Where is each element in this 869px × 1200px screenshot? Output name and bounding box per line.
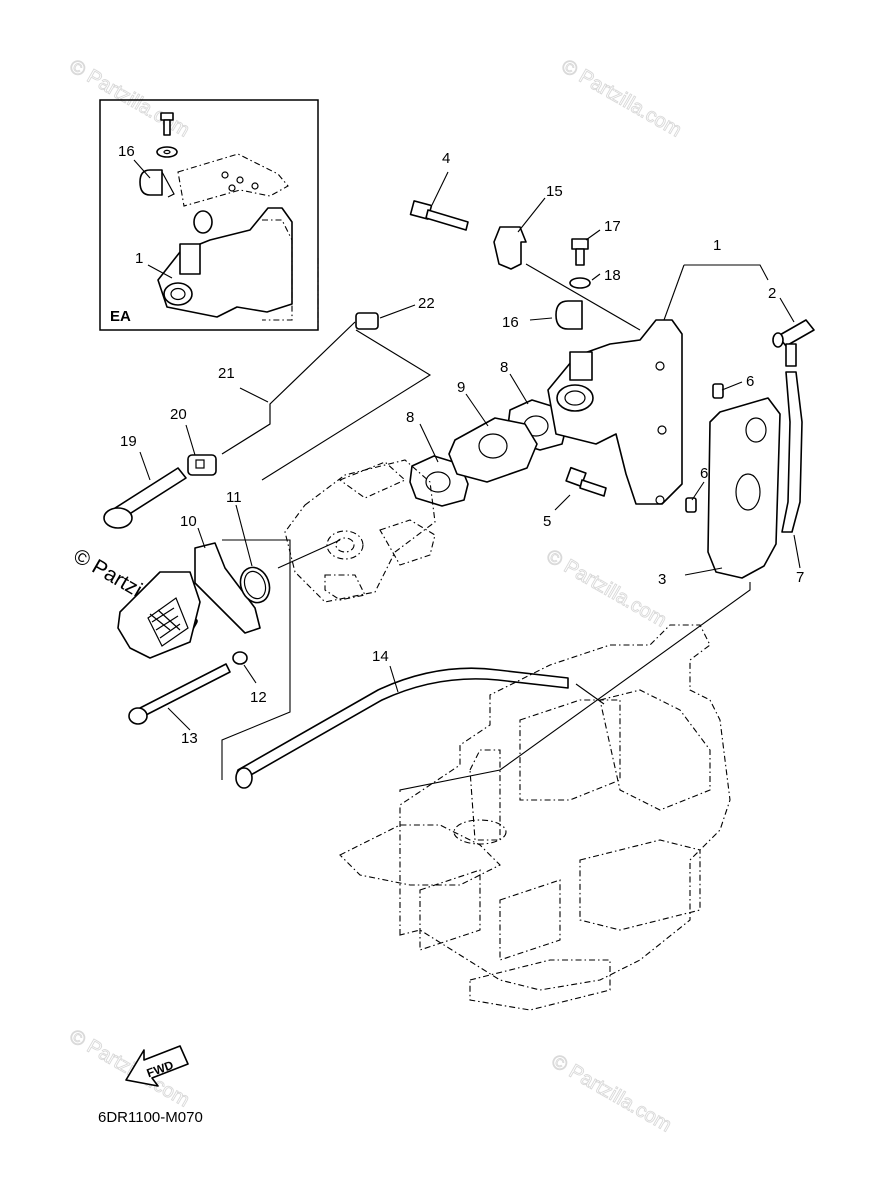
- part-11-o-ring: [239, 566, 271, 604]
- callout-1: 1: [713, 237, 721, 254]
- part-1-manifold: [547, 319, 683, 505]
- part-3-gasket: [707, 397, 781, 579]
- callout-6-upper: 6: [746, 373, 754, 390]
- callout-22: 22: [418, 295, 435, 312]
- part-21-rod: [221, 321, 356, 455]
- callout-15: 15: [546, 183, 563, 200]
- callout-3: 3: [658, 571, 666, 588]
- callout-21: 21: [218, 365, 235, 382]
- callout-16: 16: [502, 314, 519, 331]
- part-6-dowel-upper: [712, 383, 724, 399]
- part-4-bolt: [409, 200, 469, 231]
- callout-18: 18: [604, 267, 621, 284]
- callout-14: 14: [372, 648, 389, 665]
- watermark-5: © Partzilla.com: [548, 1050, 676, 1136]
- part-7-hose: [781, 371, 803, 533]
- inset-ea: EA 16 1: [99, 99, 319, 331]
- inset-label: EA: [110, 308, 131, 325]
- callout-8-right: 8: [500, 359, 508, 376]
- watermark-2: © Partzilla.com: [558, 55, 686, 141]
- part-2-fitting: [772, 319, 815, 367]
- part-16-clamp: [555, 300, 583, 330]
- callout-17: 17: [604, 218, 621, 235]
- leader-lines: [139, 171, 801, 792]
- watermark-1: © Partzilla.com: [66, 55, 194, 141]
- part-22-clip: [355, 312, 379, 330]
- callout-8-left: 8: [406, 409, 414, 426]
- callout-7: 7: [796, 569, 804, 586]
- callout-9: 9: [457, 379, 465, 396]
- callout-2: 2: [768, 285, 776, 302]
- part-20-joint: [187, 454, 217, 476]
- part-18-washer: [569, 277, 591, 289]
- inset-callout-16: 16: [118, 143, 135, 160]
- part-19-pin: [103, 467, 187, 529]
- callout-20: 20: [170, 406, 187, 423]
- part-12-grommet: [232, 651, 248, 665]
- callout-12: 12: [250, 689, 267, 706]
- callout-19: 19: [120, 433, 137, 450]
- carburetor-assembly: [284, 459, 436, 603]
- diagram-code: 6DR1100-M070: [98, 1109, 203, 1126]
- callout-5: 5: [543, 513, 551, 530]
- part-6-dowel-lower: [685, 497, 697, 513]
- inset-callout-1: 1: [135, 250, 143, 267]
- part-9-spacer: [448, 417, 538, 483]
- part-15-bracket: [493, 226, 527, 270]
- callout-13: 13: [181, 730, 198, 747]
- part-5-bolt: [565, 466, 607, 497]
- engine-block: [339, 624, 731, 1011]
- callout-10: 10: [180, 513, 197, 530]
- part-13-bolt: [128, 663, 231, 725]
- watermark-3: © Partzilla.com: [543, 545, 671, 631]
- part-8-gasket-left: [409, 455, 469, 507]
- callout-11: 11: [226, 489, 242, 506]
- part-14-hose: [235, 667, 569, 781]
- part-17-bolt: [571, 238, 589, 266]
- callouts: 1 2 3 4 5 6 6 7 8 8 9 10 11 12 13 14 15 …: [120, 150, 804, 747]
- callout-6-lower: 6: [700, 465, 708, 482]
- part-10-silencer: [117, 542, 261, 659]
- callout-4: 4: [442, 150, 450, 167]
